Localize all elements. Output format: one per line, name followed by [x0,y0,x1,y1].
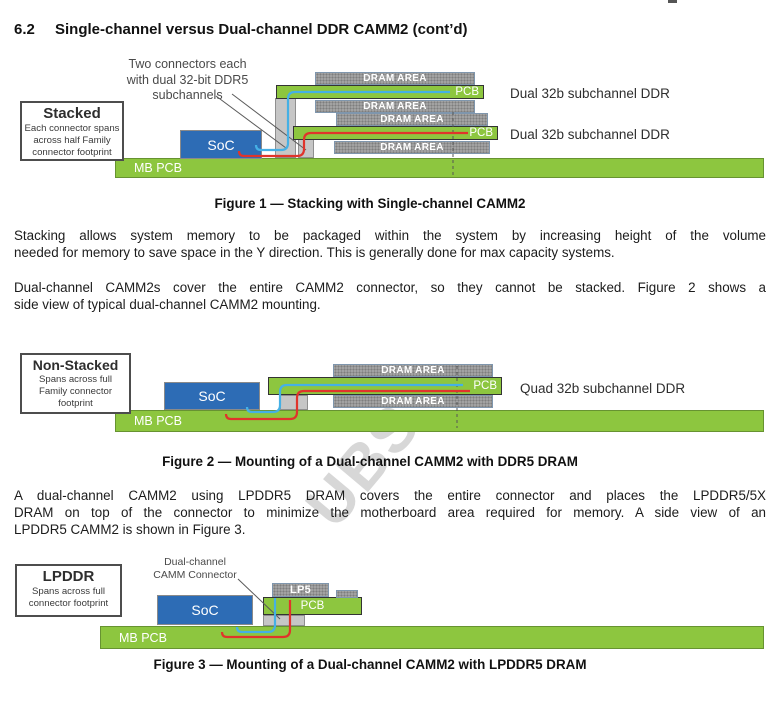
paragraph-line: Dual-channel CAMM2s cover the entire CAM… [14,280,766,295]
figure2-side-label: Quad 32b subchannel DDR [520,381,686,396]
figure2-camm-pcb: PCB [268,377,502,395]
figure1-dram-area-3: DRAM AREA [336,113,488,126]
dram-area-label: DRAM AREA [381,396,445,407]
nonstacked-callout-line: footprint [58,397,93,409]
lp5-label: LP5 [289,584,312,596]
paragraph-line: DRAM on top of the connector to minimize… [14,505,766,520]
figure1-camm-pcb-bottom: PCB [293,126,498,140]
figure3-motherboard-pcb: MB PCB [100,626,764,649]
annotation-line: with dual 32-bit DDR5 [126,72,249,87]
figure2-connector [280,395,308,410]
mb-pcb-label: MB PCB [119,630,167,645]
figure1-side-label-bottom: Dual 32b subchannel DDR [510,127,670,142]
stacked-callout-line: connector footprint [32,146,112,158]
figure2-soc: SoC [164,382,260,410]
soc-label: SoC [207,136,235,153]
figure3-connector [263,615,305,626]
lpddr-callout-title: LPDDR [42,568,95,585]
figure1-caption: Figure 1 — Stacking with Single-channel … [214,196,526,211]
section-title: Single-channel versus Dual-channel DDR C… [55,21,468,38]
soc-label: SoC [198,388,226,404]
figure3-camm-pcb: PCB [263,597,362,615]
dram-area-label: DRAM AREA [381,365,445,376]
annotation-line: CAMM Connector [153,568,237,581]
paragraph-line: side view of typical dual-channel CAMM2 … [14,297,321,312]
paragraph-line: needed for memory to save space in the Y… [14,245,615,260]
figure3-connector-annotation: Dual-channel CAMM Connector [135,556,255,581]
figure1-side-label-top: Dual 32b subchannel DDR [510,86,670,101]
page-edge-artifact [668,0,677,3]
figure3-small-component [336,590,358,598]
figure1-dram-area-4: DRAM AREA [334,141,490,154]
stacked-callout: Stacked Each connector spans across half… [20,101,124,161]
paragraph-line: Stacking allows system memory to be pack… [14,228,766,243]
nonstacked-callout: Non-Stacked Spans across full Family con… [20,353,131,414]
annotation-line: Dual-channel [164,556,226,568]
lpddr-callout: LPDDR Spans across full connector footpr… [15,564,122,617]
nonstacked-callout-title: Non-Stacked [32,357,119,373]
figure2-dram-area-bottom: DRAM AREA [333,395,493,408]
pcb-label: PCB [469,127,493,139]
stacked-callout-title: Stacked [43,105,101,122]
figure2-motherboard-pcb: MB PCB [115,410,764,432]
annotation-line: Two connectors each [128,57,247,71]
nonstacked-callout-line: Family connector [38,385,113,397]
figure1-motherboard-pcb: MB PCB [115,158,764,178]
soc-label: SoC [191,602,219,618]
figure2-dram-area-top: DRAM AREA [333,364,493,377]
figure2-caption: Figure 2 — Mounting of a Dual-channel CA… [162,454,578,469]
pcb-label: PCB [473,380,497,392]
lpddr-callout-line: Spans across full [31,586,106,597]
figure1-camm-pcb-top: PCB [276,85,484,99]
paragraph-line: A dual-channel CAMM2 using LPDDR5 DRAM c… [14,488,766,503]
mb-pcb-label: MB PCB [134,414,182,428]
mb-pcb-label: MB PCB [134,161,182,175]
figure1-dram-area-1: DRAM AREA [315,72,475,85]
lpddr-callout-line: connector footprint [28,597,109,609]
nonstacked-callout-line: Spans across full [38,374,113,385]
paragraph-line: LPDDR5 CAMM2 is shown in Figure 3. [14,522,246,537]
section-number: 6.2 [14,21,35,38]
figure3-caption: Figure 3 — Mounting of a Dual-channel CA… [153,657,587,672]
figure1-connector-pillar-2 [298,139,314,158]
figure3-soc: SoC [157,595,253,625]
annotation-line: subchannels [152,88,223,102]
stacked-callout-line: Each connector spans [24,123,120,134]
figure3-lp5-chip: LP5 [272,583,329,597]
pcb-label: PCB [300,600,325,612]
figure1-dram-area-2: DRAM AREA [315,100,475,113]
stacked-callout-line: across half Family [33,134,111,146]
figure1-soc: SoC [180,130,262,159]
pcb-label: PCB [455,86,479,98]
dram-area-label: DRAM AREA [363,101,427,112]
dram-area-label: DRAM AREA [380,142,444,153]
dram-area-label: DRAM AREA [363,73,427,84]
figure1-annotation: Two connectors each with dual 32-bit DDR… [100,57,275,104]
dram-area-label: DRAM AREA [380,114,444,125]
